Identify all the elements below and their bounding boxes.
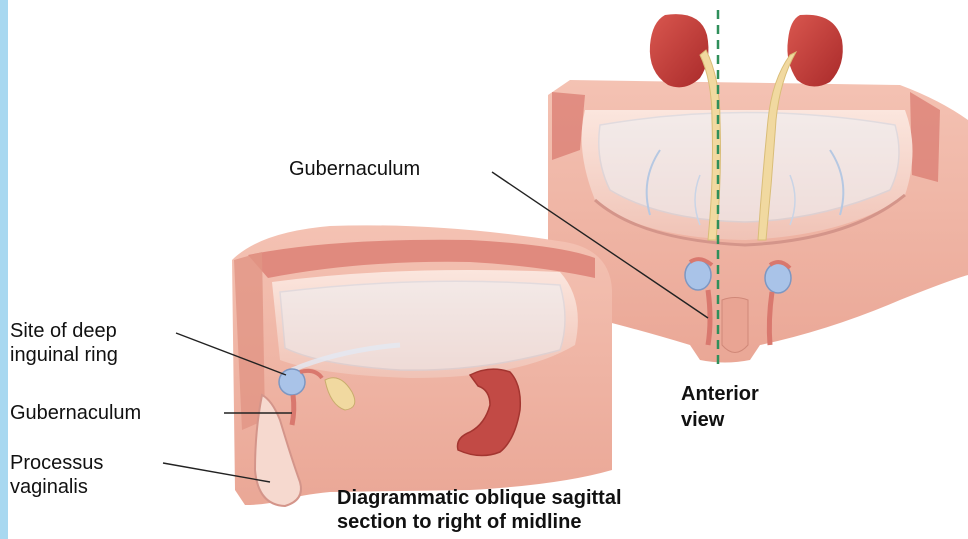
label-section-line1: Diagrammatic oblique sagittal (337, 487, 622, 510)
label-anterior-line1: Anterior (681, 383, 759, 406)
sagittal-gubernaculum (292, 395, 294, 425)
label-site-deep-ring-line2: inguinal ring (10, 344, 118, 367)
label-processus-line2: vaginalis (10, 476, 88, 499)
label-gubernaculum-right: Gubernaculum (289, 158, 420, 181)
label-anterior-line2: view (681, 409, 724, 432)
label-gubernaculum-left: Gubernaculum (10, 402, 141, 425)
anterior-left-testis (685, 260, 711, 290)
right-kidney (787, 15, 842, 87)
sagittal-section-drawing (232, 225, 612, 506)
left-kidney (650, 14, 709, 87)
label-site-deep-ring-line1: Site of deep (10, 320, 117, 343)
label-section-line2: section to right of midline (337, 511, 581, 534)
label-processus-line1: Processus (10, 452, 103, 475)
